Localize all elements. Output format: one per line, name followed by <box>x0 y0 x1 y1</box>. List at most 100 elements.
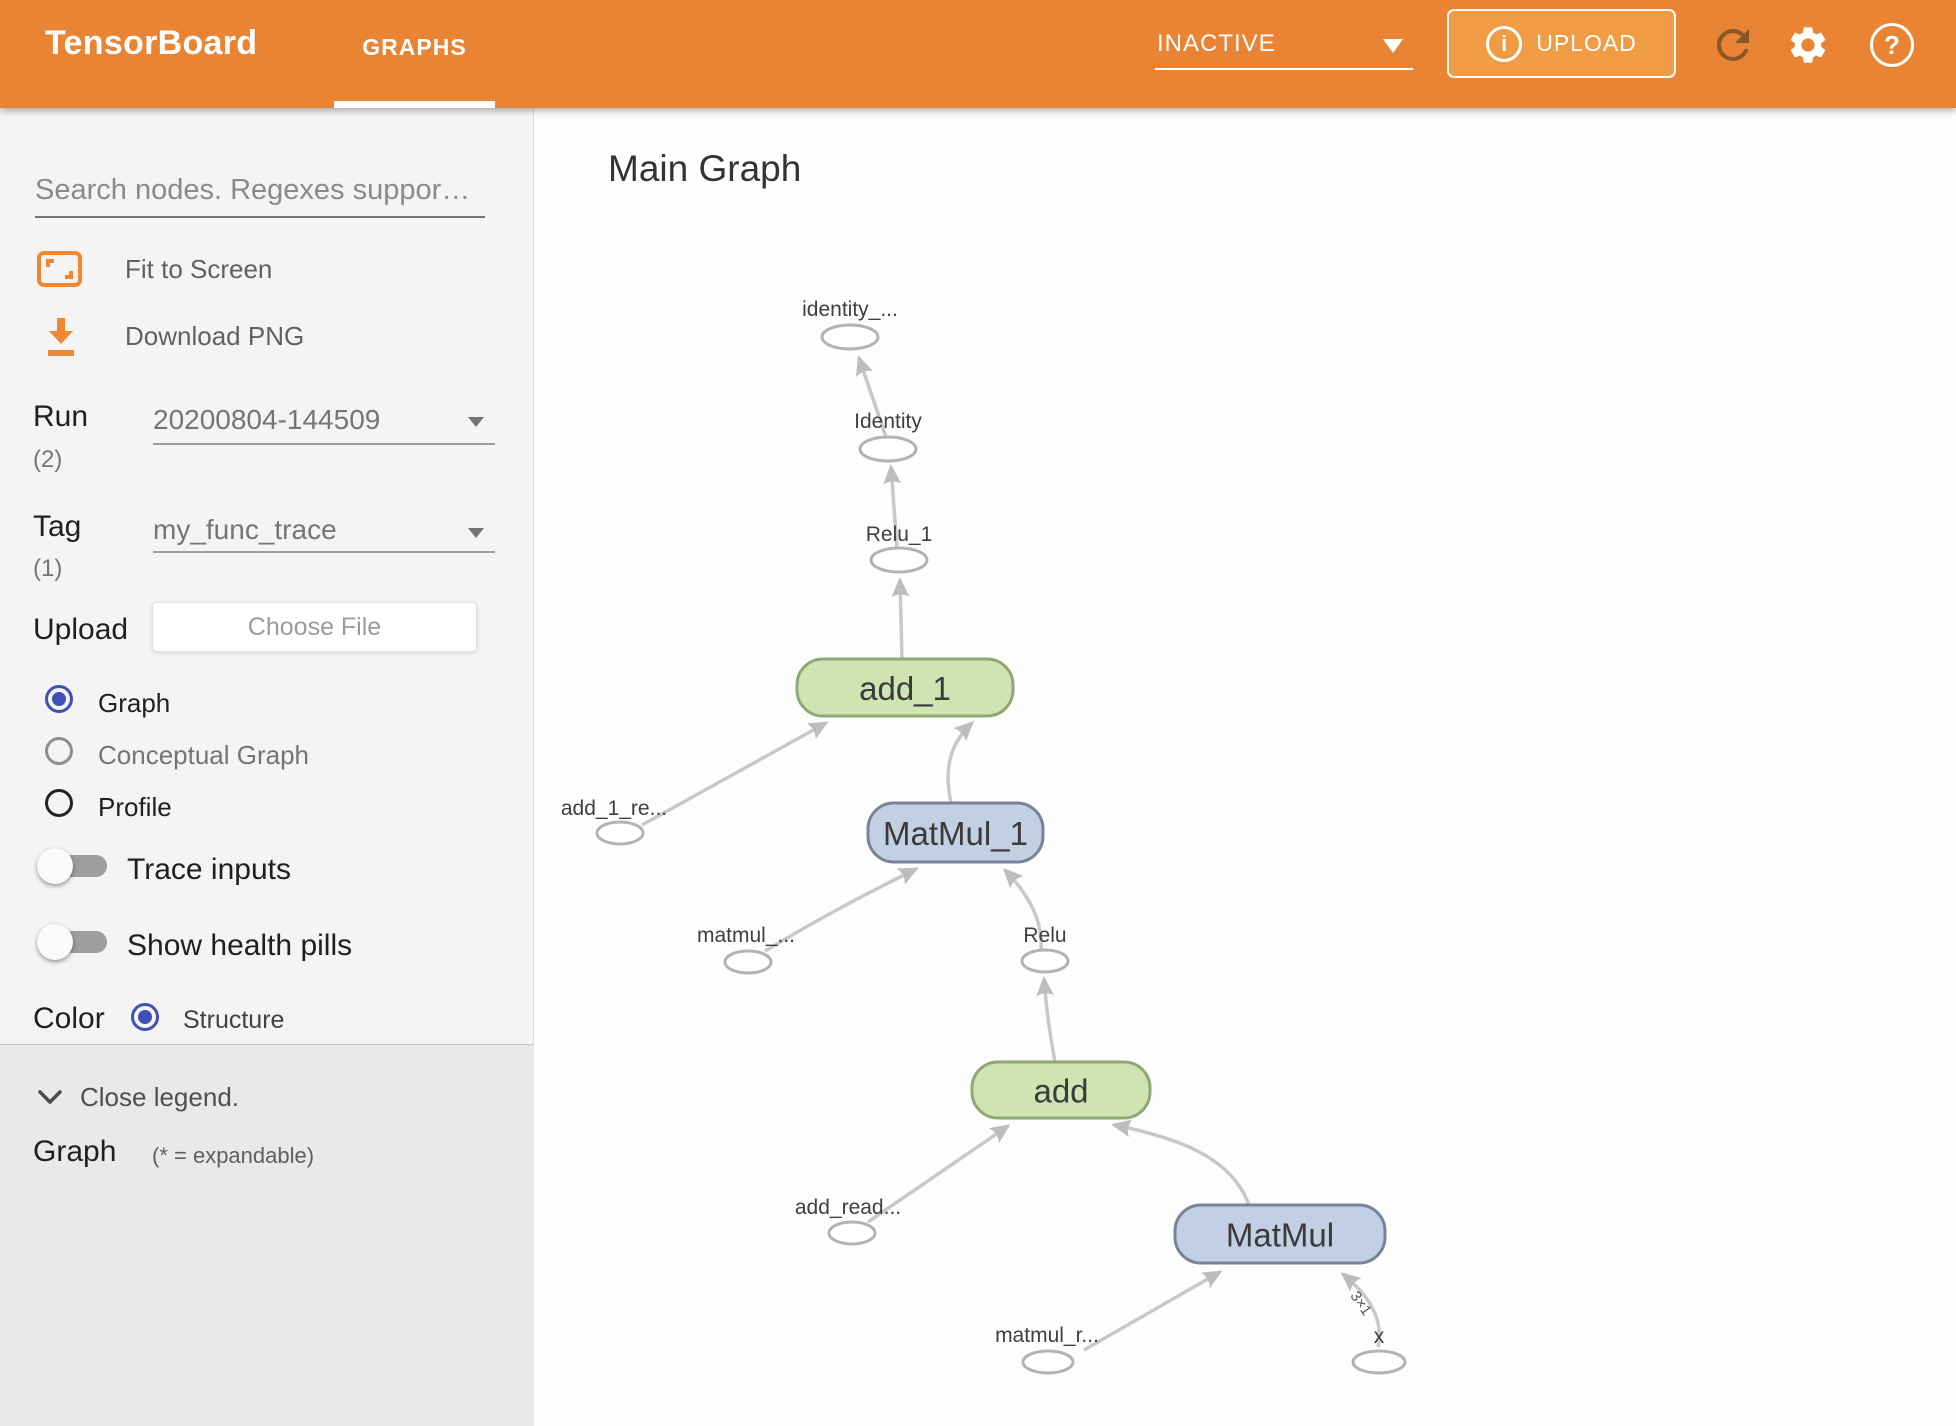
graph-node-Relu_1[interactable]: Relu_1 <box>866 523 933 574</box>
toggle-knob <box>37 848 73 884</box>
graph-edge-Relu-to-MatMul_1 <box>1002 867 1043 950</box>
run-count: (2) <box>33 446 63 473</box>
tab-graphs-label: GRAPHS <box>362 34 467 60</box>
tab-graphs[interactable]: GRAPHS <box>334 0 495 108</box>
run-label: Run <box>33 400 89 433</box>
chevron-down-icon <box>1383 39 1403 53</box>
radio-unselected-icon <box>45 737 73 765</box>
trace-inputs-toggle[interactable]: Trace inputs <box>0 844 534 904</box>
graph-edge-x-to-MatMul <box>1340 1272 1381 1348</box>
graph-node-MatMul_1[interactable]: MatMul_1 <box>866 801 1045 864</box>
graph-node-identity_out[interactable]: identity_... <box>802 298 898 351</box>
node-label: matmul_... <box>697 924 795 947</box>
node-label: add_read... <box>795 1196 901 1219</box>
sidebar: Fit to Screen Download PNG Run (2) 20200… <box>0 108 534 1426</box>
node-label: Relu <box>1023 924 1066 947</box>
upload-button-label: UPLOAD <box>1536 30 1637 56</box>
color-label: Color <box>33 1002 105 1035</box>
tab-active-underline <box>334 101 495 108</box>
graph-edge-MatMul-to-add <box>1111 1119 1251 1206</box>
legend-title: Graph <box>33 1135 117 1168</box>
graph-node-MatMul[interactable]: MatMul <box>1173 1203 1387 1265</box>
view-radio-profile[interactable]: Profile <box>0 789 534 829</box>
upload-label: Upload <box>33 613 129 646</box>
graph-node-add_1[interactable]: add_1 <box>795 657 1015 718</box>
show-health-pills-toggle[interactable]: Show health pills <box>0 920 534 980</box>
radio-selected-icon <box>45 685 73 713</box>
graph-edge-Relu_1-to-Identity <box>883 464 902 549</box>
graph-edge-add-to-Relu <box>1036 976 1057 1063</box>
chevron-down-icon <box>468 417 484 427</box>
graph-edge-add_1_read-to-add_1 <box>641 721 829 827</box>
graph-node-matmul_read[interactable]: matmul_r... <box>995 1324 1099 1375</box>
node-label: matmul_r... <box>995 1324 1099 1347</box>
tag-label: Tag <box>33 510 82 543</box>
gear-icon[interactable] <box>1786 23 1830 67</box>
app-header: TensorBoard GRAPHS INACTIVE i UPLOAD ? <box>0 0 1956 108</box>
graph-node-Relu[interactable]: Relu <box>1020 924 1070 974</box>
graph-legend: Close legend. Graph (* = expandable) Nam… <box>0 1044 534 1426</box>
dropdown-underline <box>153 551 495 553</box>
chevron-down-icon <box>38 1090 62 1105</box>
view-radio-label: Conceptual Graph <box>98 740 310 770</box>
radio-unselected-icon <box>45 789 73 817</box>
data-status-dropdown[interactable]: INACTIVE <box>1155 24 1413 70</box>
node-label: add <box>1033 1073 1088 1110</box>
tensorboard-logo: TensorBoard <box>45 24 258 62</box>
page-title: Main Graph <box>608 148 802 189</box>
graph-edge-matmul_1_read-to-MatMul_1 <box>764 867 919 953</box>
graph-node-add[interactable]: add <box>970 1060 1152 1120</box>
download-png-label: Download PNG <box>125 321 305 351</box>
graph-node-Identity[interactable]: Identity <box>854 410 922 463</box>
tag-count: (1) <box>33 555 63 582</box>
color-by-row: Color Structure <box>0 996 534 1044</box>
graph-edge-add_1-to-Relu_1 <box>891 577 910 660</box>
dropdown-underline <box>1155 68 1413 70</box>
color-structure-label: Structure <box>183 1006 285 1034</box>
dropdown-underline <box>153 443 495 445</box>
view-radio-label: Profile <box>98 792 172 822</box>
edge-shape-label: 3×1 <box>1346 1288 1375 1319</box>
search-input[interactable] <box>35 164 485 218</box>
graph-node-add_read[interactable]: add_read... <box>795 1196 901 1246</box>
graph-node-matmul_1_read[interactable]: matmul_... <box>697 924 795 975</box>
node-label: add_1 <box>859 670 951 707</box>
fit-to-screen-button[interactable]: Fit to Screen <box>0 246 534 296</box>
node-label: MatMul_1 <box>883 815 1028 852</box>
node-label: add_1_re... <box>561 797 667 820</box>
choose-file-button[interactable]: Choose File <box>152 602 477 652</box>
view-radio-conceptual-graph[interactable]: Conceptual Graph <box>0 737 534 777</box>
node-label: Identity <box>854 410 922 433</box>
graph-edge-add_read-to-add <box>867 1124 1011 1224</box>
graph-edge-matmul_read-to-MatMul <box>1083 1270 1223 1352</box>
help-icon[interactable]: ? <box>1870 23 1914 67</box>
graph-edge-MatMul_1-to-add_1 <box>946 720 975 804</box>
node-label: Relu_1 <box>866 523 933 546</box>
close-legend-label: Close legend. <box>80 1082 239 1112</box>
toggle-label: Trace inputs <box>127 853 291 886</box>
toggle-label: Show health pills <box>127 929 353 962</box>
graph-node-add_1_read[interactable]: add_1_re... <box>561 797 667 846</box>
legend-note: (* = expandable) <box>152 1143 315 1168</box>
view-radio-graph[interactable]: Graph <box>0 685 534 725</box>
color-structure-radio[interactable] <box>131 1003 159 1031</box>
info-icon: i <box>1486 25 1523 62</box>
fit-to-screen-icon <box>37 251 82 287</box>
download-png-button[interactable]: Download PNG <box>0 313 534 363</box>
refresh-icon[interactable] <box>1709 21 1757 69</box>
tag-value: my_func_trace <box>153 514 337 545</box>
node-label: x <box>1374 1325 1385 1348</box>
node-label: MatMul <box>1226 1217 1334 1254</box>
run-value: 20200804-144509 <box>153 404 381 435</box>
chevron-down-icon <box>468 528 484 538</box>
node-label: identity_... <box>802 298 898 321</box>
graph-node-x[interactable]: x <box>1351 1325 1407 1375</box>
graph-edge-Identity-to-identity_out <box>855 355 888 438</box>
view-radio-label: Graph <box>98 688 171 718</box>
upload-button[interactable]: i UPLOAD <box>1447 9 1676 78</box>
data-status-value: INACTIVE <box>1157 30 1276 57</box>
fit-to-screen-label: Fit to Screen <box>125 254 273 284</box>
